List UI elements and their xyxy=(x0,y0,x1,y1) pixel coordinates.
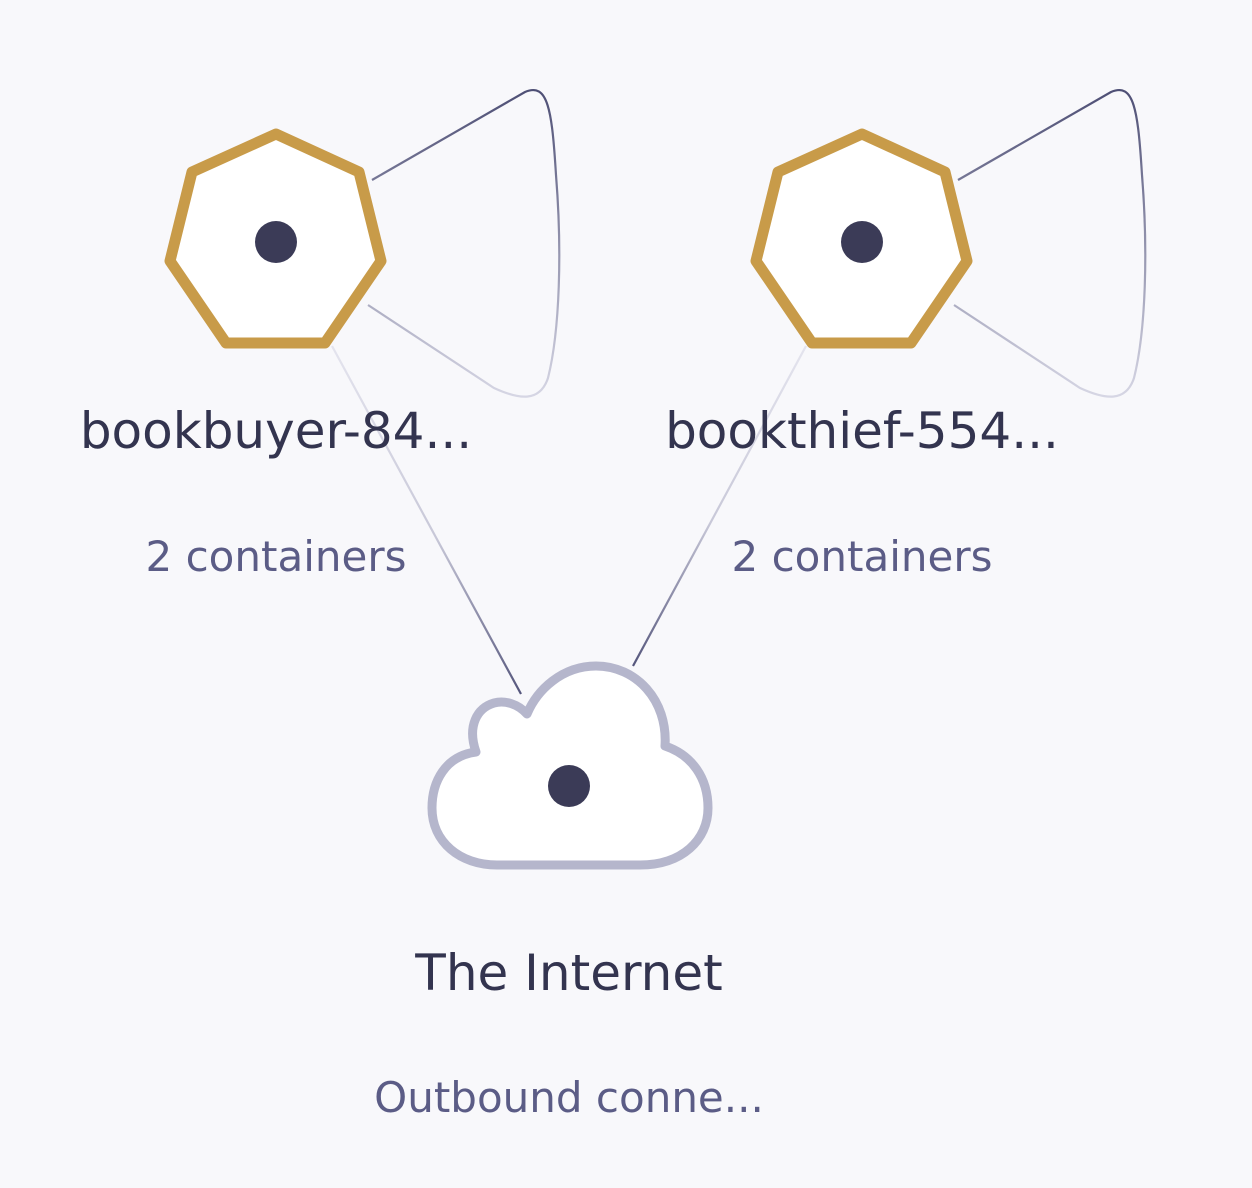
node-bookbuyer[interactable]: bookbuyer-84... 2 containers xyxy=(80,128,472,581)
edge-bookthief-self-loop[interactable] xyxy=(953,89,1147,398)
node-center-dot xyxy=(255,221,297,263)
edge-bookbuyer-internet[interactable] xyxy=(331,345,522,695)
edge-bookbuyer-self-loop[interactable] xyxy=(367,89,561,398)
node-label: bookbuyer-84... xyxy=(80,402,472,460)
node-center-dot xyxy=(841,221,883,263)
node-sublabel: Outbound conne... xyxy=(374,1073,764,1122)
node-sublabel: 2 containers xyxy=(146,532,407,581)
edge-bookthief-internet[interactable] xyxy=(632,345,807,667)
node-label: bookthief-554... xyxy=(665,402,1059,460)
node-label: The Internet xyxy=(414,944,722,1002)
node-sublabel: 2 containers xyxy=(732,532,993,581)
node-bookthief[interactable]: bookthief-554... 2 containers xyxy=(665,128,1059,581)
node-internet[interactable]: The Internet Outbound conne... xyxy=(374,661,764,1122)
node-center-dot xyxy=(548,765,590,807)
